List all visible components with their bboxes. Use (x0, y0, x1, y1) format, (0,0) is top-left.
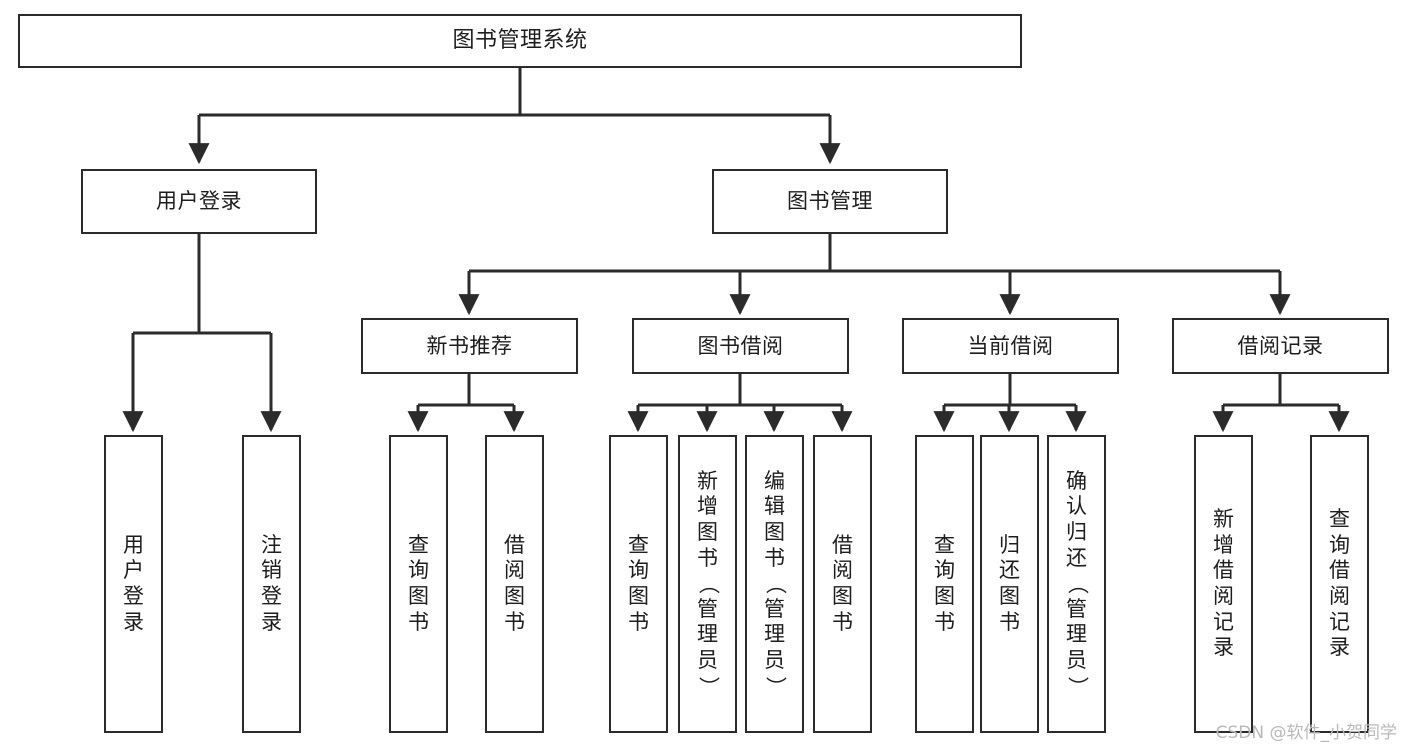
node-book-borrow-label: 图书借阅 (697, 333, 784, 358)
node-borrow-record-label: 借阅记录 (1237, 333, 1324, 358)
node-book-management[interactable]: 图书管理 (712, 169, 948, 234)
node-borrow-record[interactable]: 借阅记录 (1172, 318, 1389, 374)
leaf-br-query-record[interactable]: 查询借阅记录 (1310, 435, 1369, 733)
leaf-br-add-record[interactable]: 新增借阅记录 (1194, 435, 1253, 733)
leaf-cb-confirm-return[interactable]: 确认归还（管理员） (1047, 435, 1106, 733)
node-root[interactable]: 图书管理系统 (18, 14, 1022, 68)
leaf-nb-query-book-label: 查询图书 (408, 532, 429, 634)
leaf-bb-add-book-label: 新增图书（管理员） (696, 468, 721, 697)
watermark: CSDN @软件_小贺同学 (1215, 723, 1397, 743)
node-user-login-label: 用户登录 (156, 189, 242, 213)
node-current-borrow[interactable]: 当前借阅 (902, 318, 1119, 374)
node-new-book-recommend-label: 新书推荐 (426, 333, 513, 358)
node-user-login[interactable]: 用户登录 (81, 169, 317, 234)
leaf-bb-borrow-book[interactable]: 借阅图书 (813, 435, 872, 733)
leaf-user-login-label: 用户登录 (123, 532, 144, 634)
leaf-logout[interactable]: 注销登录 (242, 435, 301, 733)
leaf-cb-return-book[interactable]: 归还图书 (980, 435, 1039, 733)
node-book-management-label: 图书管理 (787, 189, 873, 213)
leaf-logout-label: 注销登录 (261, 532, 282, 634)
leaf-nb-query-book[interactable]: 查询图书 (389, 435, 448, 733)
leaf-cb-confirm-return-label: 确认归还（管理员） (1065, 468, 1090, 697)
leaf-bb-borrow-book-label: 借阅图书 (832, 532, 853, 634)
leaf-cb-query-book-label: 查询图书 (934, 532, 955, 634)
leaf-br-add-record-label: 新增借阅记录 (1213, 507, 1234, 660)
node-new-book-recommend[interactable]: 新书推荐 (361, 318, 578, 374)
leaf-nb-borrow-book[interactable]: 借阅图书 (485, 435, 544, 733)
leaf-cb-query-book[interactable]: 查询图书 (915, 435, 974, 733)
leaf-user-login[interactable]: 用户登录 (104, 435, 163, 733)
leaf-bb-add-book[interactable]: 新增图书（管理员） (678, 435, 737, 733)
node-current-borrow-label: 当前借阅 (967, 333, 1054, 358)
leaf-cb-return-book-label: 归还图书 (999, 532, 1020, 634)
leaf-br-query-record-label: 查询借阅记录 (1329, 507, 1350, 660)
leaf-bb-query-book-label: 查询图书 (628, 532, 649, 634)
leaf-bb-edit-book-label: 编辑图书（管理员） (763, 468, 788, 697)
leaf-nb-borrow-book-label: 借阅图书 (504, 532, 525, 634)
node-book-borrow[interactable]: 图书借阅 (632, 318, 849, 374)
node-root-label: 图书管理系统 (452, 28, 588, 53)
leaf-bb-edit-book[interactable]: 编辑图书（管理员） (745, 435, 804, 733)
leaf-bb-query-book[interactable]: 查询图书 (609, 435, 668, 733)
